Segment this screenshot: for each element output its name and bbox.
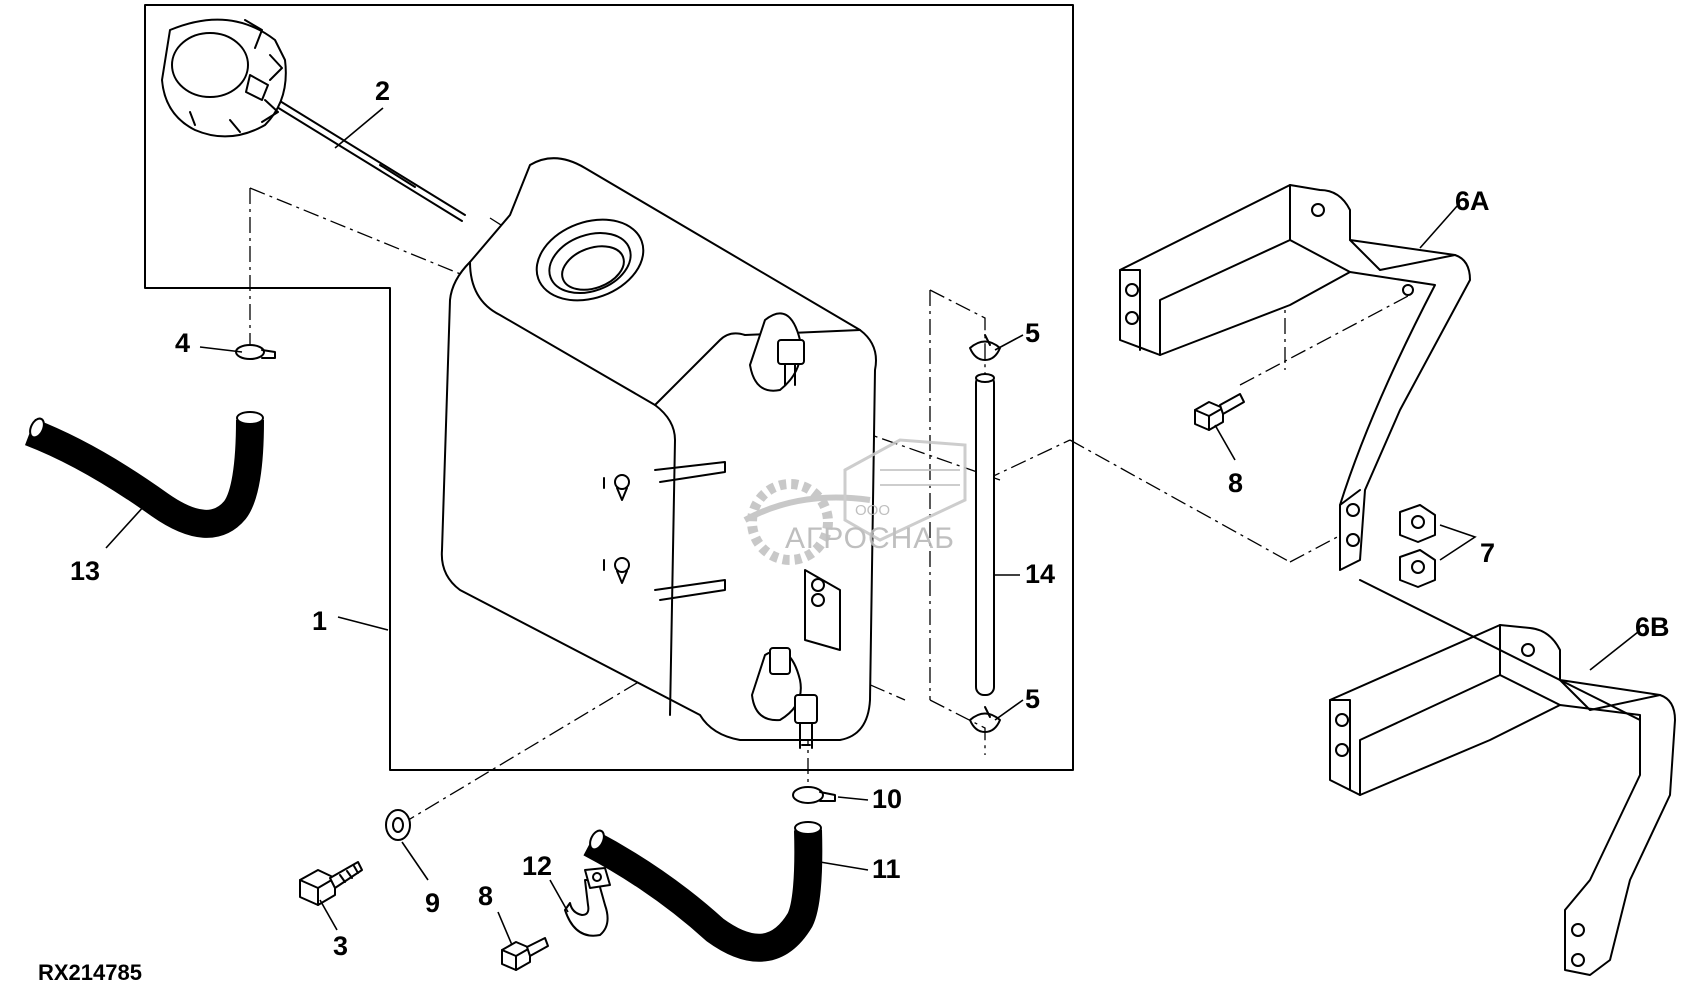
label-part-6b: 6B [1635,612,1670,642]
label-part-4: 4 [175,328,190,358]
label-part-2: 2 [375,76,390,106]
hose-clamp-10 [792,786,836,804]
label-part-7: 7 [1480,538,1495,568]
part-labels: 2 4 5 6A 8 7 13 14 1 6B 5 10 11 12 8 9 3 [70,76,1670,961]
label-part-9: 9 [425,888,440,918]
bracket-6a [1119,184,1471,571]
watermark: ООО АГРОСНАБ [743,438,967,565]
watermark-line1: ООО [855,502,890,519]
label-part-10: 10 [872,784,902,814]
screw-8-bottom [501,937,549,971]
hose-11 [583,821,823,962]
clamp-bottom [969,706,1001,733]
label-part-1: 1 [312,606,327,636]
screw-8-top [1194,393,1245,431]
label-part-8-top: 8 [1228,468,1243,498]
bracket-6b [1329,579,1676,976]
cap-screw-3 [299,861,363,906]
washer-9 [385,809,411,841]
label-part-5-bottom: 5 [1025,684,1040,714]
label-part-6a: 6A [1455,186,1490,216]
watermark-line2: АГРОСНАБ [785,522,955,555]
label-part-11: 11 [872,854,901,884]
figure-code: RX214785 [38,960,142,985]
label-part-3: 3 [333,931,348,961]
nut-7-top [1399,504,1436,543]
label-part-14: 14 [1025,559,1055,589]
vent-tube [975,373,995,696]
leader-lines [105,107,1639,946]
fuel-cap [161,18,466,222]
label-part-12: 12 [522,851,552,881]
label-part-5-top: 5 [1025,318,1040,348]
assembly-border [144,4,1074,771]
fuel-tank [440,157,877,749]
label-part-13: 13 [70,556,100,586]
label-part-8-bottom: 8 [478,881,493,911]
clip-12 [564,867,611,937]
clamp-top [969,334,1001,361]
nut-7-bottom [1399,549,1436,588]
hose-13 [24,411,264,538]
